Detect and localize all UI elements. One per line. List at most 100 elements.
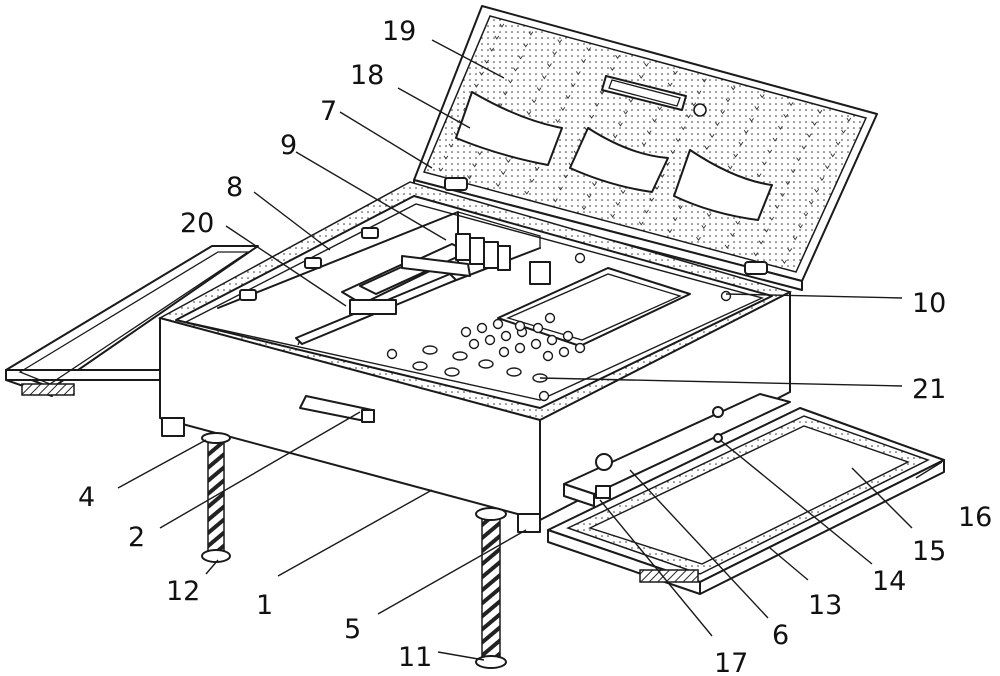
lid-dot: [518, 55, 523, 60]
lid-dot: [730, 232, 735, 237]
lid-dot: [767, 149, 773, 154]
lid-dot: [618, 122, 623, 127]
lid-dot: [499, 23, 505, 28]
callout-5: 5: [344, 614, 361, 645]
callout-14: 14: [872, 566, 906, 597]
lid-dot: [798, 224, 803, 229]
callout-15: 15: [912, 536, 946, 567]
lid-dot: [623, 110, 629, 115]
lid-dot: [686, 114, 691, 119]
lid-dot: [812, 121, 817, 126]
lid-dot: [489, 47, 495, 52]
panel-knob: [386, 348, 398, 360]
lid-dot: [680, 126, 686, 131]
leader-lines: [117, 39, 943, 661]
lid-dot: [581, 59, 586, 64]
lid-dot: [467, 175, 472, 180]
panel-knob: [468, 338, 480, 350]
lid-dot: [644, 62, 649, 67]
lid-dot: [641, 142, 647, 147]
lid-dot: [560, 106, 566, 112]
lid-dot: [594, 102, 600, 107]
panel-knob: [538, 390, 550, 402]
lid-indicator-light: [693, 103, 707, 117]
lid-dot: [730, 86, 736, 91]
callout-12: 12: [166, 576, 200, 607]
lid-dot: [733, 153, 738, 158]
lid-dot: [754, 106, 760, 111]
lid-dot: [654, 185, 660, 190]
lid-dot: [644, 209, 649, 214]
lid-dot: [484, 59, 490, 64]
panel-sockets: [412, 345, 548, 383]
callout-20: 20: [180, 208, 214, 239]
callout-6: 6: [772, 620, 789, 651]
lid-dot: [673, 70, 678, 75]
lid-dot: [756, 173, 762, 178]
lid-dot: [646, 130, 652, 135]
lid-dot: [531, 99, 537, 104]
panel-knob: [562, 330, 574, 342]
callout-17: 17: [714, 648, 748, 676]
lid-dot: [667, 229, 673, 234]
lid-dot: [667, 82, 673, 87]
lid-dot: [696, 236, 701, 241]
open-lid: [413, 5, 878, 291]
lid-dot: [785, 181, 791, 186]
lid-dot: [557, 39, 563, 44]
lid-dot: [714, 122, 720, 127]
lid-dot: [824, 165, 830, 170]
lid-dot: [555, 118, 561, 124]
lid-dot: [678, 205, 683, 210]
callout-7: 7: [320, 96, 337, 127]
panel-knob: [460, 326, 472, 338]
lid-dot: [552, 198, 558, 203]
tool-clamps: [239, 227, 379, 301]
lid-dot: [620, 189, 626, 195]
panel-knobs: [386, 252, 732, 402]
lid-dot: [780, 192, 785, 198]
panel-knob: [574, 252, 586, 264]
lid-dot: [649, 197, 655, 202]
panel-knob: [484, 334, 496, 346]
lid-dot: [638, 74, 644, 79]
lid-dot: [701, 224, 707, 230]
lid-dot: [628, 98, 634, 103]
lid-dot: [448, 143, 454, 148]
panel-knob: [574, 342, 586, 354]
lid-dot: [524, 190, 530, 195]
panel-knob: [498, 346, 510, 358]
lid-dot: [806, 133, 812, 138]
lid-dot: [547, 63, 552, 68]
lid-dot: [615, 201, 621, 206]
lid-dot: [735, 220, 741, 225]
lid-dot: [443, 155, 449, 160]
lid-dot: [803, 212, 809, 217]
lid-dot: [675, 138, 681, 143]
lid-dot: [657, 106, 663, 111]
lid-dot: [738, 141, 744, 146]
lid-dot: [706, 213, 712, 218]
lid-dot: [846, 117, 852, 122]
lid-dot: [506, 159, 511, 164]
callout-8: 8: [226, 172, 243, 203]
lid-dot: [709, 133, 715, 139]
lid-document-pockets: [455, 91, 773, 221]
lid-dot: [796, 157, 801, 162]
lid-dot: [589, 114, 595, 119]
battery-pack: [455, 233, 551, 285]
lid-dot: [808, 200, 814, 205]
left-extension-tray: [5, 245, 259, 397]
lid-dot: [817, 109, 823, 114]
panel-knob: [514, 342, 526, 354]
lid-dot: [778, 125, 783, 130]
lid-dot: [704, 145, 710, 150]
lid-dot: [774, 204, 780, 209]
lid-dot: [586, 47, 592, 52]
lid-dot: [764, 228, 769, 233]
panel-knob: [492, 318, 504, 330]
lid-dot: [830, 153, 836, 158]
lid-dot: [508, 79, 513, 84]
callout-19: 19: [382, 16, 416, 47]
callout-13: 13: [808, 590, 842, 621]
